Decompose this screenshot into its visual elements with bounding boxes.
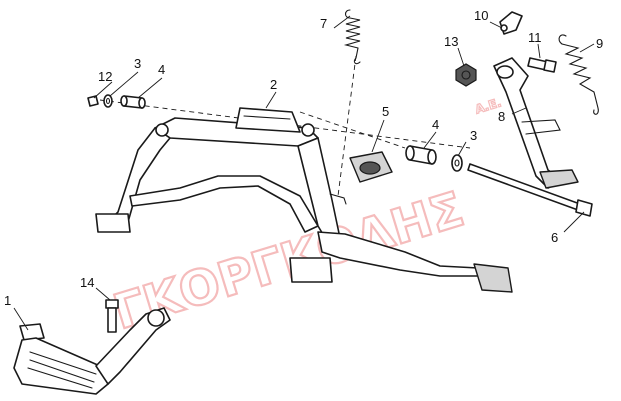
callout-8: 8 xyxy=(498,109,505,124)
nut-left xyxy=(87,95,99,107)
main-stand-frame xyxy=(95,107,513,293)
mid-axis-line xyxy=(299,111,406,149)
rubber-stopper xyxy=(349,151,393,183)
side-stand-spring xyxy=(558,34,599,115)
callout-9: 9 xyxy=(596,36,603,51)
side-stand xyxy=(493,57,579,189)
callout-4-right: 4 xyxy=(432,117,439,132)
bushing-left xyxy=(120,95,146,109)
kick-starter-bolt xyxy=(105,299,119,333)
spring-axis-line xyxy=(337,55,357,197)
callout-labels: 1 2 3 3 4 4 5 6 7 8 9 10 11 12 13 14 xyxy=(4,8,603,308)
callout-3-left: 3 xyxy=(134,56,141,71)
leader-lines xyxy=(13,15,595,331)
upper-axis-line xyxy=(99,99,471,149)
callout-14: 14 xyxy=(80,275,94,290)
pivot-bolt xyxy=(467,163,593,217)
callout-11: 11 xyxy=(528,30,542,45)
callout-2: 2 xyxy=(270,77,277,92)
callout-12: 12 xyxy=(98,69,112,84)
side-stand-nut xyxy=(455,63,477,87)
main-stand-spring xyxy=(343,9,361,65)
callout-3-right: 3 xyxy=(470,128,477,143)
callout-6: 6 xyxy=(551,230,558,245)
kick-starter-lever xyxy=(13,307,171,395)
washer-left xyxy=(103,94,113,108)
bracket-plate xyxy=(499,11,523,35)
callout-4-left: 4 xyxy=(158,62,165,77)
callout-13: 13 xyxy=(444,34,458,49)
callout-7: 7 xyxy=(320,16,327,31)
side-stand-bolt xyxy=(527,57,557,73)
callout-1: 1 xyxy=(4,293,11,308)
callout-10: 10 xyxy=(474,8,488,23)
callout-5: 5 xyxy=(382,104,389,119)
bushing-right xyxy=(405,145,437,165)
washer-right xyxy=(451,154,463,172)
